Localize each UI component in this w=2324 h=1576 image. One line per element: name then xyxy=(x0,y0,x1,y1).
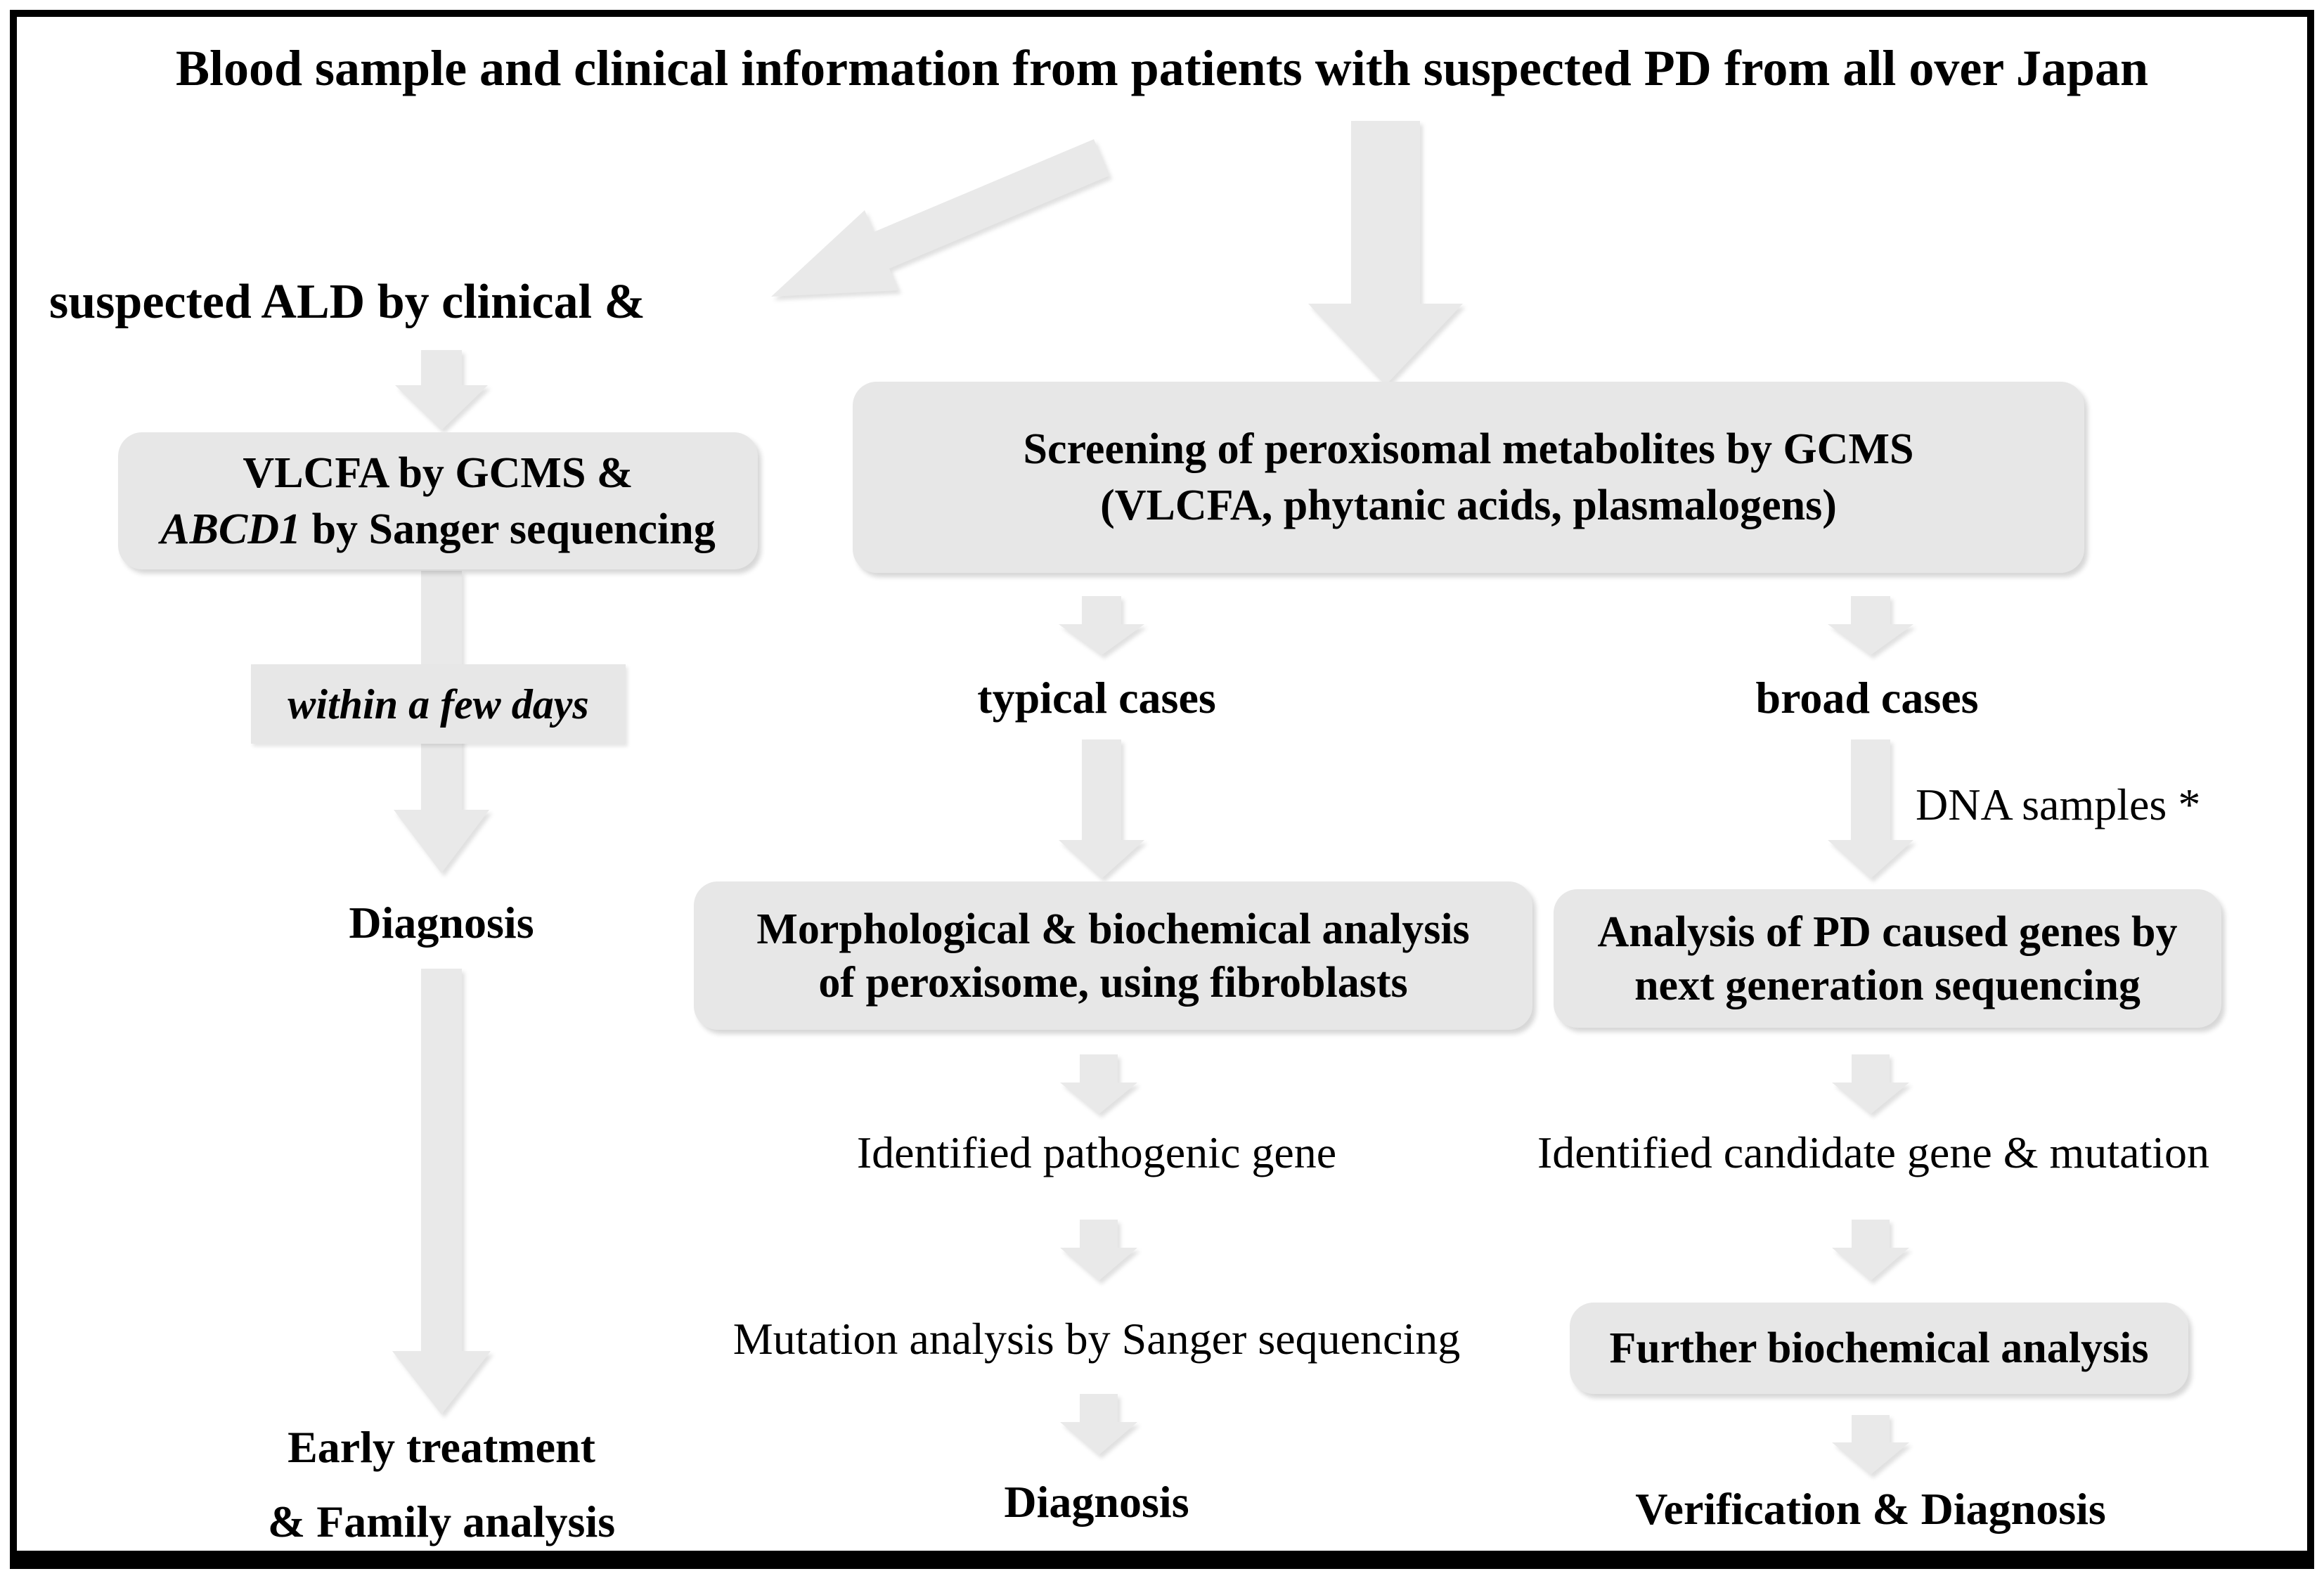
suspected-ald-label: suspected ALD by clinical & xyxy=(49,275,645,329)
timing-label: within a few days xyxy=(288,680,589,728)
vlcfa-sequencing-box: VLCFA by GCMS & ABCD1 by Sanger sequenci… xyxy=(118,432,758,569)
arrow-down-icon xyxy=(1832,1220,1909,1281)
dna-samples-label: DNA samples * xyxy=(1916,780,2201,829)
diagram-title: Blood sample and clinical information fr… xyxy=(175,40,2149,96)
morph-box-line1: Morphological & biochemical analysis xyxy=(756,905,1470,953)
arrow-down-icon xyxy=(1060,1220,1137,1281)
morphological-analysis-box: Morphological & biochemical analysis of … xyxy=(694,881,1532,1030)
gene-name-abcd1: ABCD1 xyxy=(160,505,302,553)
arrow-down-icon xyxy=(1059,739,1144,879)
timing-box: within a few days xyxy=(251,664,626,744)
broad-cases-label: broad cases xyxy=(1755,673,1979,723)
arrow-down-icon xyxy=(1828,739,1913,879)
ngs-box-line2: next generation sequencing xyxy=(1634,961,2141,1009)
ngs-analysis-box: Analysis of PD caused genes by next gene… xyxy=(1554,889,2221,1028)
further-box-label: Further biochemical analysis xyxy=(1609,1324,2149,1372)
middle-diagnosis-label: Diagnosis xyxy=(1004,1477,1189,1527)
vlcfa-box-line2-rest: by Sanger sequencing xyxy=(301,505,716,553)
arrow-down-icon xyxy=(1059,596,1144,655)
family-analysis-label: & Family analysis xyxy=(267,1497,616,1546)
further-biochemical-box: Further biochemical analysis xyxy=(1570,1303,2188,1394)
identified-pathogenic-gene-label: Identified pathogenic gene xyxy=(856,1128,1337,1177)
vlcfa-box-line1: VLCFA by GCMS & xyxy=(243,448,633,497)
ngs-box-line1: Analysis of PD caused genes by xyxy=(1597,908,2178,956)
arrow-down-icon xyxy=(1308,121,1463,385)
arrow-down-icon xyxy=(395,350,488,430)
screening-box: Screening of peroxisomal metabolites by … xyxy=(853,382,2084,573)
vlcfa-box-line2: ABCD1 by Sanger sequencing xyxy=(160,501,716,557)
arrow-down-icon xyxy=(1832,1054,1909,1114)
left-diagnosis-label: Diagnosis xyxy=(349,898,534,948)
arrow-down-icon xyxy=(392,969,491,1414)
morph-box-line2: of peroxisome, using fibroblasts xyxy=(818,958,1408,1007)
arrow-down-icon xyxy=(1828,596,1913,655)
arrow-diagonal-icon xyxy=(771,139,1109,297)
verification-diagnosis-label: Verification & Diagnosis xyxy=(1635,1484,2106,1534)
screening-box-line1: Screening of peroxisomal metabolites by … xyxy=(1023,425,1914,473)
arrow-down-icon xyxy=(1832,1415,1909,1475)
typical-cases-label: typical cases xyxy=(977,673,1216,723)
identified-candidate-gene-label: Identified candidate gene & mutation xyxy=(1537,1128,2210,1177)
screening-box-line2: (VLCFA, phytanic acids, plasmalogens) xyxy=(1100,482,1837,529)
arrow-down-icon xyxy=(1060,1054,1137,1114)
mutation-analysis-label: Mutation analysis by Sanger sequencing xyxy=(732,1314,1461,1364)
arrow-down-icon xyxy=(1060,1394,1137,1455)
early-treatment-label: Early treatment xyxy=(288,1422,595,1472)
